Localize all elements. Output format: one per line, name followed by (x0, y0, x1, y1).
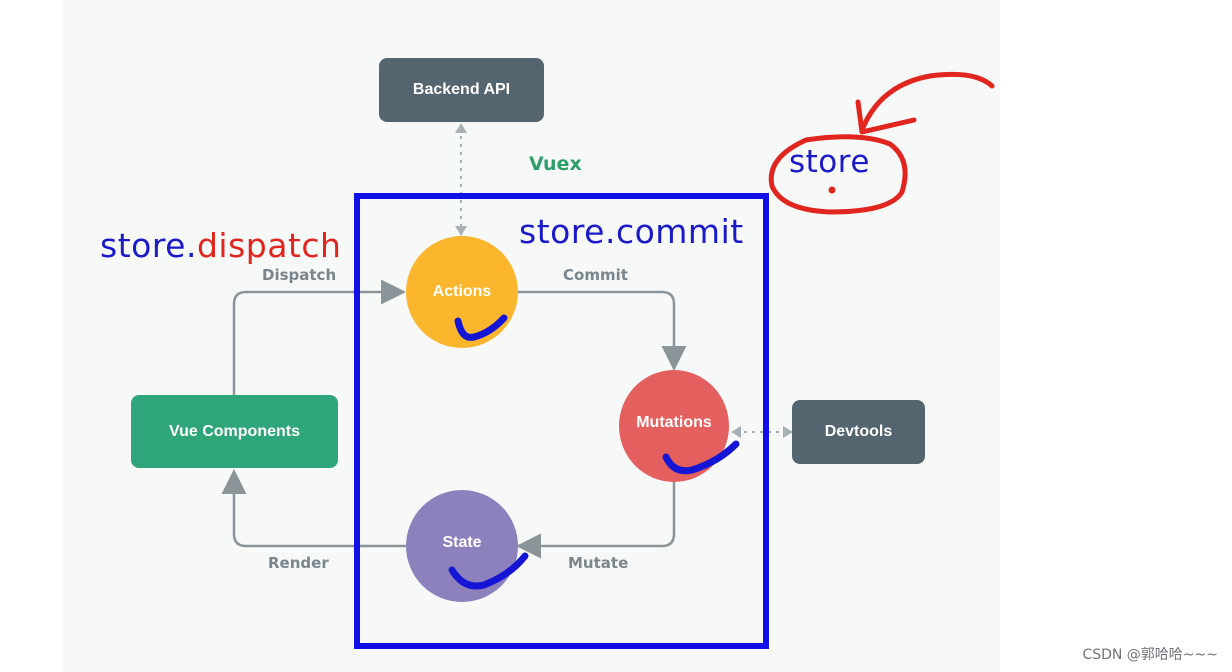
dispatch-label: Dispatch (262, 266, 337, 284)
mutations-arrowhead-right (731, 426, 741, 438)
actions-node: Actions (406, 236, 518, 348)
state-node: State (406, 490, 518, 602)
store-red-circle-icon (768, 134, 908, 215)
vuex-store-box (354, 193, 769, 649)
devtools-node: Devtools (792, 400, 925, 464)
devtools-arrowhead (783, 426, 793, 438)
store-annotation: store (789, 144, 870, 180)
mutate-arrow (516, 480, 676, 559)
red-arrow-head-icon (855, 99, 917, 135)
actions-label: Actions (432, 283, 492, 300)
store-red-dot-icon (828, 186, 836, 194)
state-label: State (442, 534, 482, 551)
render-arrow (221, 469, 406, 548)
store-dispatch-prefix: store. (100, 226, 197, 265)
mutations-checkmark-icon (662, 440, 740, 475)
red-arrow-shaft-icon (859, 71, 995, 133)
commit-label: Commit (563, 266, 628, 284)
vuex-title: Vuex (529, 153, 582, 175)
mutations-label: Mutations (636, 414, 712, 431)
mutate-label: Mutate (568, 554, 629, 572)
store-dispatch-suffix: dispatch (196, 226, 342, 265)
actions-arrowhead-top (455, 226, 467, 236)
dispatch-arrow (232, 279, 406, 395)
devtools-label: Devtools (824, 423, 893, 440)
backend-api-node: Backend API (379, 58, 544, 122)
backend-api-label: Backend API (412, 81, 511, 98)
store-dispatch-annotation: store.dispatch (100, 226, 341, 265)
state-checkmark-icon (448, 552, 529, 590)
vue-components-label: Vue Components (169, 422, 300, 440)
watermark: CSDN @郭哈哈~~~ (1082, 647, 1218, 663)
render-label: Render (268, 554, 329, 572)
vue-components-node: Vue Components (131, 395, 338, 468)
commit-arrow (517, 290, 687, 371)
store-commit-annotation: store.commit (519, 212, 744, 251)
backend-arrowhead (455, 123, 467, 133)
actions-checkmark-icon (454, 314, 508, 341)
